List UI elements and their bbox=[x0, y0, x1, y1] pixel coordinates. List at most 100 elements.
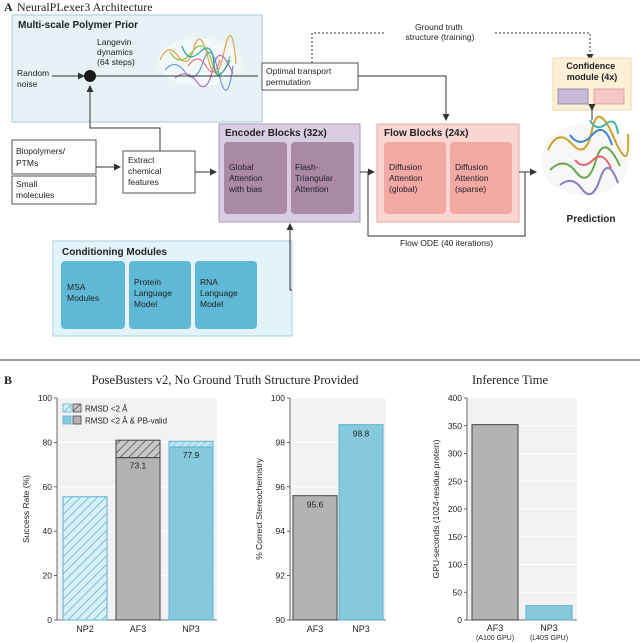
diffusion-global-block bbox=[384, 142, 446, 214]
ground-truth-arrow-left bbox=[308, 32, 385, 69]
small-molecules-label: Small molecules bbox=[16, 179, 54, 200]
x-tick-label: AF3 bbox=[307, 624, 324, 634]
protein-lm-block bbox=[129, 261, 191, 329]
protein-lm-label: Protein Language Model bbox=[134, 277, 174, 309]
global-attention-label: Global Attention with bias bbox=[228, 162, 265, 194]
panel-a-letter: A bbox=[4, 0, 13, 14]
bar-np3-rmsd bbox=[168, 440, 214, 448]
extract-features-label: Extract chemical features bbox=[128, 155, 164, 187]
legend-label-rmsd: RMSD <2 Å bbox=[85, 405, 128, 414]
y-tick-label: 300 bbox=[448, 449, 462, 459]
data-label-af3: 73.1 bbox=[130, 461, 147, 471]
rna-lm-block bbox=[195, 261, 257, 329]
panel-a: A NeuralPLexer3 Architecture Multi-scale… bbox=[4, 0, 632, 337]
diffusion-global-label: Diffusion Attention (global) bbox=[389, 162, 425, 194]
x-tick-label: NP3 bbox=[540, 623, 558, 633]
y-tick-label: 200 bbox=[448, 504, 462, 514]
x-tick-label: AF3 bbox=[130, 624, 147, 634]
x-tick-label: NP3 bbox=[182, 624, 200, 634]
global-attention-block bbox=[224, 142, 287, 214]
legend-swatch-pb-blue bbox=[62, 415, 72, 425]
rna-lm-label: RNA Language Model bbox=[200, 277, 240, 309]
msa-modules-block bbox=[61, 261, 125, 329]
diffusion-sparse-label: Diffusion Attention (sparse) bbox=[455, 162, 491, 194]
extract-features-box bbox=[122, 150, 196, 194]
legend-label-pb-valid: RMSD <2 Å & PB-valid bbox=[85, 417, 167, 426]
bar-np3 bbox=[525, 605, 573, 621]
ground-truth-label: Ground truth structure (training) bbox=[406, 22, 475, 42]
random-noise-label: Random noise bbox=[17, 68, 52, 89]
biopolymers-box bbox=[11, 139, 97, 175]
biopolymers-label: Biopolymers/ PTMs bbox=[16, 146, 68, 168]
data-label-np3: 77.9 bbox=[183, 450, 200, 460]
bar-np3 bbox=[338, 424, 384, 621]
arrow-extract-to-node bbox=[86, 85, 161, 151]
langevin-node bbox=[84, 70, 96, 82]
bar-af3 bbox=[292, 495, 338, 621]
flow-ode-label: Flow ODE (40 iterations) bbox=[400, 238, 493, 248]
flash-attention-block bbox=[291, 142, 354, 214]
arrow-conditioning-to-encoder bbox=[286, 223, 294, 291]
bar-af3-rmsd bbox=[115, 439, 161, 459]
legend-swatch-rmsd-blue bbox=[62, 403, 72, 413]
x-tick-label: NP2 bbox=[76, 624, 94, 634]
bar-af3-pb-valid bbox=[115, 457, 161, 621]
panel-b-letter: B bbox=[4, 373, 12, 387]
panel-b-title-left: PoseBusters v2, No Ground Truth Structur… bbox=[91, 373, 359, 387]
small-molecules-box bbox=[11, 175, 97, 205]
bar-np2-rmsd bbox=[62, 496, 108, 621]
panel-b: B PoseBusters v2, No Ground Truth Struct… bbox=[4, 373, 577, 642]
y-tick-label: 40 bbox=[43, 526, 53, 536]
flow-ode-loop bbox=[367, 172, 526, 237]
y-tick-label: 100 bbox=[271, 393, 285, 403]
flash-attention-label: Flash- Triangular Attention bbox=[295, 162, 335, 194]
prediction-label: Prediction bbox=[567, 214, 616, 225]
y-tick-label: 100 bbox=[38, 393, 52, 403]
legend-swatch-pb-gray bbox=[72, 415, 82, 425]
y-tick-label: 0 bbox=[47, 615, 52, 625]
y-axis-label: GPU-seconds (1024-residue protein) bbox=[431, 439, 441, 578]
langevin-label: Langevin dynamics (64 steps) bbox=[97, 37, 135, 67]
optimal-transport-label: Optimal transport permutation bbox=[266, 66, 334, 87]
confidence-block-purple bbox=[557, 88, 589, 105]
y-tick-label: 20 bbox=[43, 571, 53, 581]
data-label-np3: 98.8 bbox=[353, 429, 370, 439]
x-tick-sublabel: (L40S GPU) bbox=[530, 635, 568, 642]
y-tick-label: 98 bbox=[276, 437, 286, 447]
prediction-structure-image bbox=[541, 116, 630, 196]
flow-blocks-title: Flow Blocks (24x) bbox=[384, 128, 468, 139]
y-tick-label: 0 bbox=[457, 615, 462, 625]
y-tick-label: 94 bbox=[276, 526, 286, 536]
y-tick-label: 96 bbox=[276, 482, 286, 492]
y-tick-label: 92 bbox=[276, 571, 286, 581]
arrow-ot-to-flow bbox=[358, 75, 450, 121]
y-tick-label: 150 bbox=[448, 532, 462, 542]
x-tick-label: NP3 bbox=[352, 624, 370, 634]
conditioning-modules-title: Conditioning Modules bbox=[62, 247, 167, 258]
y-tick-label: 80 bbox=[43, 437, 53, 447]
y-tick-label: 100 bbox=[448, 560, 462, 570]
panel-a-title: NeuralPLexer3 Architecture bbox=[17, 0, 153, 14]
polymer-prior-structure-image bbox=[158, 35, 242, 91]
y-axis-label: % Correct Stereochemistry bbox=[254, 457, 264, 559]
data-label-af3: 95.6 bbox=[307, 500, 324, 510]
bar-af3 bbox=[471, 424, 519, 621]
diffusion-sparse-block bbox=[450, 142, 512, 214]
panel-b-title-right: Inference Time bbox=[472, 373, 548, 387]
bar-np3-pb-valid bbox=[168, 446, 214, 621]
legend-swatch-rmsd-gray bbox=[72, 403, 82, 413]
y-tick-label: 90 bbox=[276, 615, 286, 625]
y-tick-label: 400 bbox=[448, 393, 462, 403]
y-axis-label: Success Rate (%) bbox=[21, 475, 31, 543]
polymer-prior-title: Multi-scale Polymer Prior bbox=[18, 20, 138, 31]
x-tick-label: AF3 bbox=[487, 623, 504, 633]
ground-truth-arrow-right bbox=[495, 32, 594, 61]
x-tick-sublabel: (A100 GPU) bbox=[476, 635, 514, 642]
msa-modules-label: MSA Modules bbox=[67, 282, 99, 303]
y-tick-label: 60 bbox=[43, 482, 53, 492]
confidence-block-pink bbox=[593, 88, 625, 105]
confidence-module-label: Confidence module (4x) bbox=[566, 61, 618, 82]
